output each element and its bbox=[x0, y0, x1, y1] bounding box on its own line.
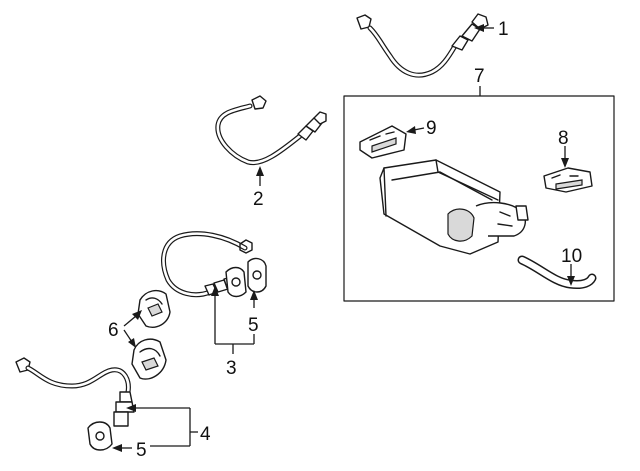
leader-5-lower bbox=[112, 444, 132, 452]
callout-2: 2 bbox=[253, 189, 264, 210]
leader-3-5-bracket bbox=[211, 286, 258, 354]
heat-shield-part-6-upper[interactable] bbox=[137, 289, 171, 328]
callout-8: 8 bbox=[558, 128, 569, 149]
leader-1 bbox=[474, 24, 494, 32]
oxygen-sensor-part-4[interactable] bbox=[15, 357, 135, 427]
oxygen-sensor-part-2[interactable] bbox=[215, 95, 327, 166]
canister-assembly-box-part-7 bbox=[343, 95, 615, 302]
gasket-part-5-upper-a[interactable] bbox=[225, 266, 247, 298]
gasket-part-5-upper-b[interactable] bbox=[247, 257, 267, 293]
leader-10 bbox=[567, 264, 575, 286]
oxygen-sensor-part-1[interactable] bbox=[356, 13, 489, 78]
callout-10: 10 bbox=[561, 246, 582, 267]
leader-2 bbox=[256, 166, 264, 186]
bracket-part-8[interactable] bbox=[543, 167, 593, 193]
callout-5-upper: 5 bbox=[248, 315, 259, 336]
leader-8 bbox=[561, 146, 569, 168]
gasket-part-5-lower[interactable] bbox=[87, 421, 113, 451]
bracket-part-9[interactable] bbox=[359, 125, 407, 159]
callout-6: 6 bbox=[108, 320, 119, 341]
callout-7: 7 bbox=[474, 66, 485, 87]
callout-9: 9 bbox=[426, 118, 437, 139]
callout-5-lower: 5 bbox=[136, 440, 147, 461]
leader-4-bracket bbox=[126, 404, 198, 447]
hose-part-10[interactable] bbox=[517, 255, 597, 289]
leader-6 bbox=[123, 310, 142, 348]
callout-3: 3 bbox=[226, 358, 237, 379]
callout-1: 1 bbox=[498, 19, 509, 40]
charcoal-canister[interactable] bbox=[379, 159, 529, 255]
callout-4: 4 bbox=[200, 424, 211, 445]
heat-shield-part-6-lower[interactable] bbox=[131, 338, 167, 380]
leader-9 bbox=[406, 126, 425, 134]
